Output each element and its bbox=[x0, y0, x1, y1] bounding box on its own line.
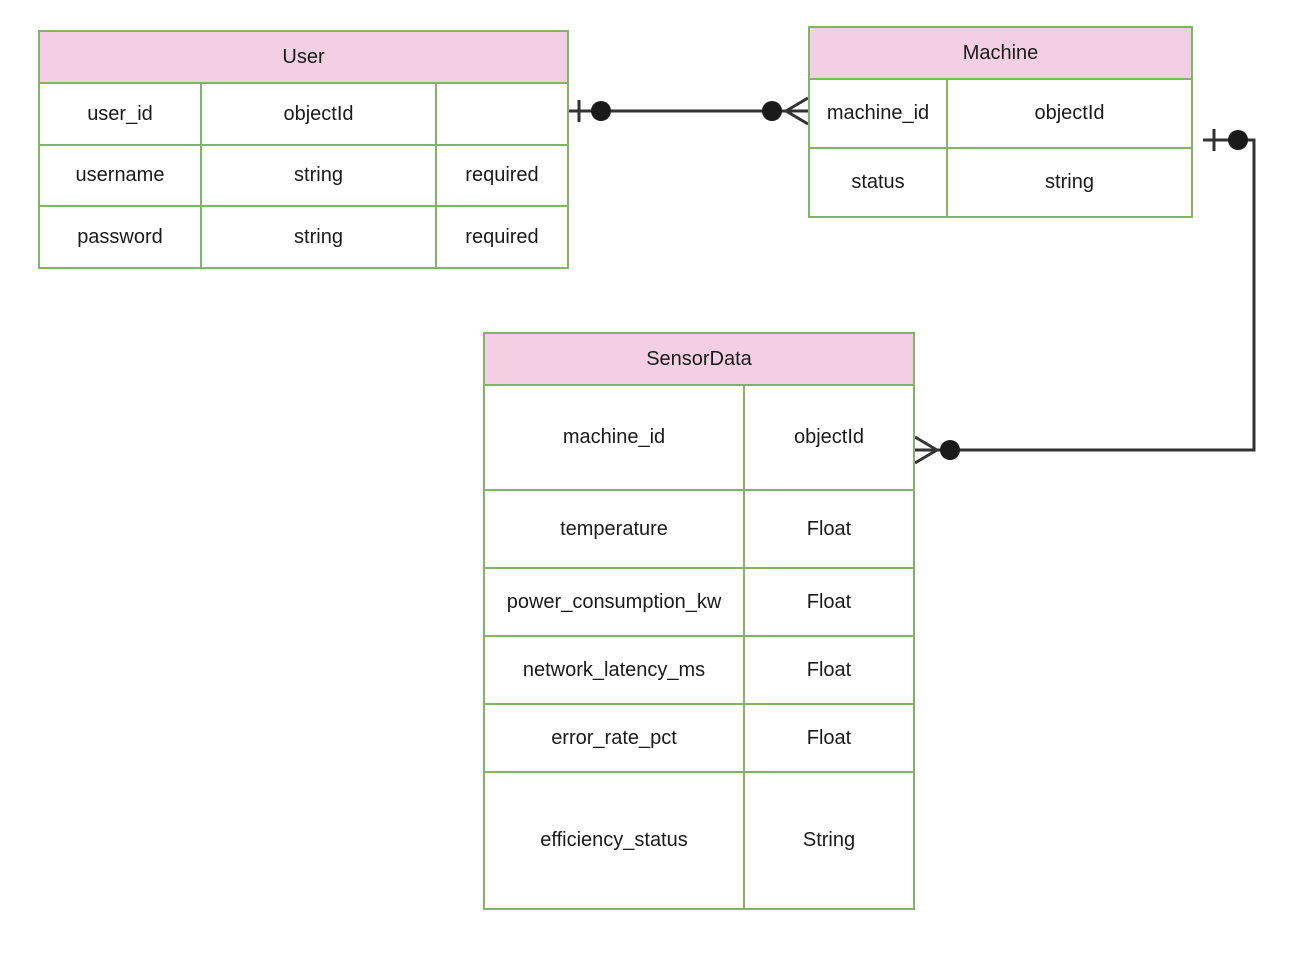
attribute-table: user_id objectId username string require… bbox=[40, 84, 567, 267]
entity-machine[interactable]: Machine machine_id objectId status strin… bbox=[808, 26, 1193, 218]
attribute-row: power_consumption_kw Float bbox=[485, 567, 913, 637]
crowsfoot-lower bbox=[914, 448, 938, 465]
attribute-type: String bbox=[743, 771, 913, 908]
entity-title: Machine bbox=[810, 28, 1191, 80]
attribute-row: network_latency_ms Float bbox=[485, 635, 913, 705]
attribute-row: status string bbox=[810, 147, 1191, 216]
attribute-row: temperature Float bbox=[485, 489, 913, 569]
attribute-name: efficiency_status bbox=[485, 771, 745, 908]
attribute-name: user_id bbox=[40, 84, 202, 146]
attribute-row: machine_id objectId bbox=[485, 386, 913, 491]
zero-circle-sensordata-end bbox=[940, 440, 960, 460]
attribute-table: machine_id objectId status string bbox=[810, 80, 1191, 216]
entity-title: SensorData bbox=[485, 334, 913, 386]
attribute-type: string bbox=[200, 205, 437, 267]
attribute-name: machine_id bbox=[810, 80, 948, 149]
attribute-row: password string required bbox=[40, 205, 567, 267]
attribute-row: username string required bbox=[40, 144, 567, 207]
entity-sensordata[interactable]: SensorData machine_id objectId temperatu… bbox=[483, 332, 915, 910]
attribute-type: string bbox=[946, 147, 1191, 216]
attribute-type: Float bbox=[743, 489, 913, 569]
zero-circle-user-end bbox=[591, 101, 611, 121]
attribute-constraint: required bbox=[435, 144, 567, 207]
attribute-name: machine_id bbox=[485, 386, 745, 491]
crowsfoot-upper bbox=[914, 435, 938, 452]
crowsfoot-upper bbox=[785, 96, 809, 113]
attribute-type: objectId bbox=[200, 84, 437, 146]
attribute-name: error_rate_pct bbox=[485, 703, 745, 773]
entity-title: User bbox=[40, 32, 567, 84]
zero-circle-machine-end bbox=[1228, 130, 1248, 150]
entity-user[interactable]: User user_id objectId username string re… bbox=[38, 30, 569, 269]
attribute-row: efficiency_status String bbox=[485, 771, 913, 908]
crowsfoot-lower bbox=[785, 109, 809, 126]
attribute-table: machine_id objectId temperature Float po… bbox=[485, 386, 913, 908]
attribute-type: objectId bbox=[743, 386, 913, 491]
attribute-type: string bbox=[200, 144, 437, 207]
attribute-name: username bbox=[40, 144, 202, 207]
attribute-name: power_consumption_kw bbox=[485, 567, 745, 637]
attribute-constraint: required bbox=[435, 205, 567, 267]
attribute-type: Float bbox=[743, 567, 913, 637]
attribute-type: Float bbox=[743, 635, 913, 705]
attribute-type: objectId bbox=[946, 80, 1191, 149]
attribute-name: password bbox=[40, 205, 202, 267]
attribute-name: status bbox=[810, 147, 948, 216]
attribute-type: Float bbox=[743, 703, 913, 773]
zero-circle-machine-end bbox=[762, 101, 782, 121]
attribute-name: temperature bbox=[485, 489, 745, 569]
attribute-row: machine_id objectId bbox=[810, 80, 1191, 149]
attribute-row: user_id objectId bbox=[40, 84, 567, 146]
attribute-constraint bbox=[435, 84, 567, 146]
attribute-name: network_latency_ms bbox=[485, 635, 745, 705]
attribute-row: error_rate_pct Float bbox=[485, 703, 913, 773]
